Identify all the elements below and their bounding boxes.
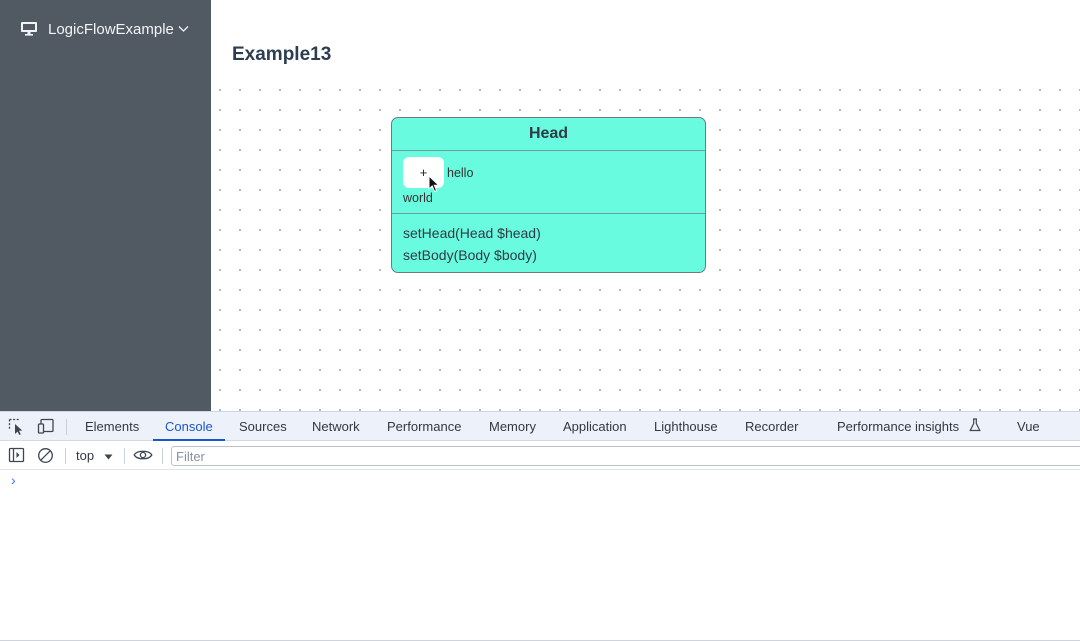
device-toolbar-icon[interactable] [37,418,55,435]
tab-network[interactable]: Network [312,419,360,434]
toolbar-separator [124,448,125,464]
live-expression-eye-icon[interactable] [133,448,153,462]
devtools-tab-bar: Elements Console Sources Network Perform… [0,412,1080,441]
tab-separator [66,419,67,435]
sidebar-title-label: LogicFlowExample [48,20,174,38]
tab-application[interactable]: Application [563,419,627,434]
method-item: setHead(Head $head) [403,225,541,241]
console-toolbar: top [0,441,1080,470]
page-title: Example13 [232,44,332,65]
tab-performance[interactable]: Performance [387,419,462,434]
devtools-panel: Elements Console Sources Network Perform… [0,411,1080,641]
uml-node[interactable]: Head + hello world setHead(Head $head) s… [391,117,706,273]
tab-sources[interactable]: Sources [239,419,287,434]
toolbar-separator [162,448,163,464]
toolbar-separator [65,448,66,464]
add-field-button[interactable]: + [403,157,444,188]
field-item: hello [447,166,474,180]
uml-node-methods: setHead(Head $head) setBody(Body $body) [392,214,705,272]
sidebar-toggle-icon[interactable] [8,447,25,463]
console-filter-input[interactable] [171,446,1080,466]
tab-performance-insights-label: Performance insights [837,419,960,434]
uml-node-fields: + hello world [392,151,705,214]
flask-icon [968,413,981,442]
tab-recorder[interactable]: Recorder [745,419,799,434]
tab-memory[interactable]: Memory [489,419,536,434]
tab-vue[interactable]: Vue [1017,419,1040,434]
tab-performance-insights[interactable]: Performance insights [837,412,981,441]
clear-console-icon[interactable] [37,447,54,464]
dropdown-triangle-icon [104,448,113,463]
sidebar: LogicFlowExample [0,0,211,411]
chevron-down-icon [178,25,189,33]
context-selector-label: top [76,448,95,463]
flow-canvas[interactable]: Head + hello world setHead(Head $head) s… [211,72,1080,411]
tab-lighthouse[interactable]: Lighthouse [654,419,718,434]
sidebar-menu-title[interactable]: LogicFlowExample [20,18,189,40]
method-item: setBody(Body $body) [403,247,537,263]
uml-node-header: Head [392,118,705,151]
inspect-element-icon[interactable] [8,418,26,435]
main-content: Example13 Head + hello world setHead(Hea… [211,0,1080,411]
context-selector[interactable]: top [76,441,113,470]
tab-console[interactable]: Console [153,412,225,441]
console-prompt[interactable]: › [11,472,16,488]
field-item: world [403,191,433,205]
mouse-cursor-icon [428,174,440,198]
monitor-icon [20,21,38,37]
tab-elements[interactable]: Elements [85,419,140,434]
